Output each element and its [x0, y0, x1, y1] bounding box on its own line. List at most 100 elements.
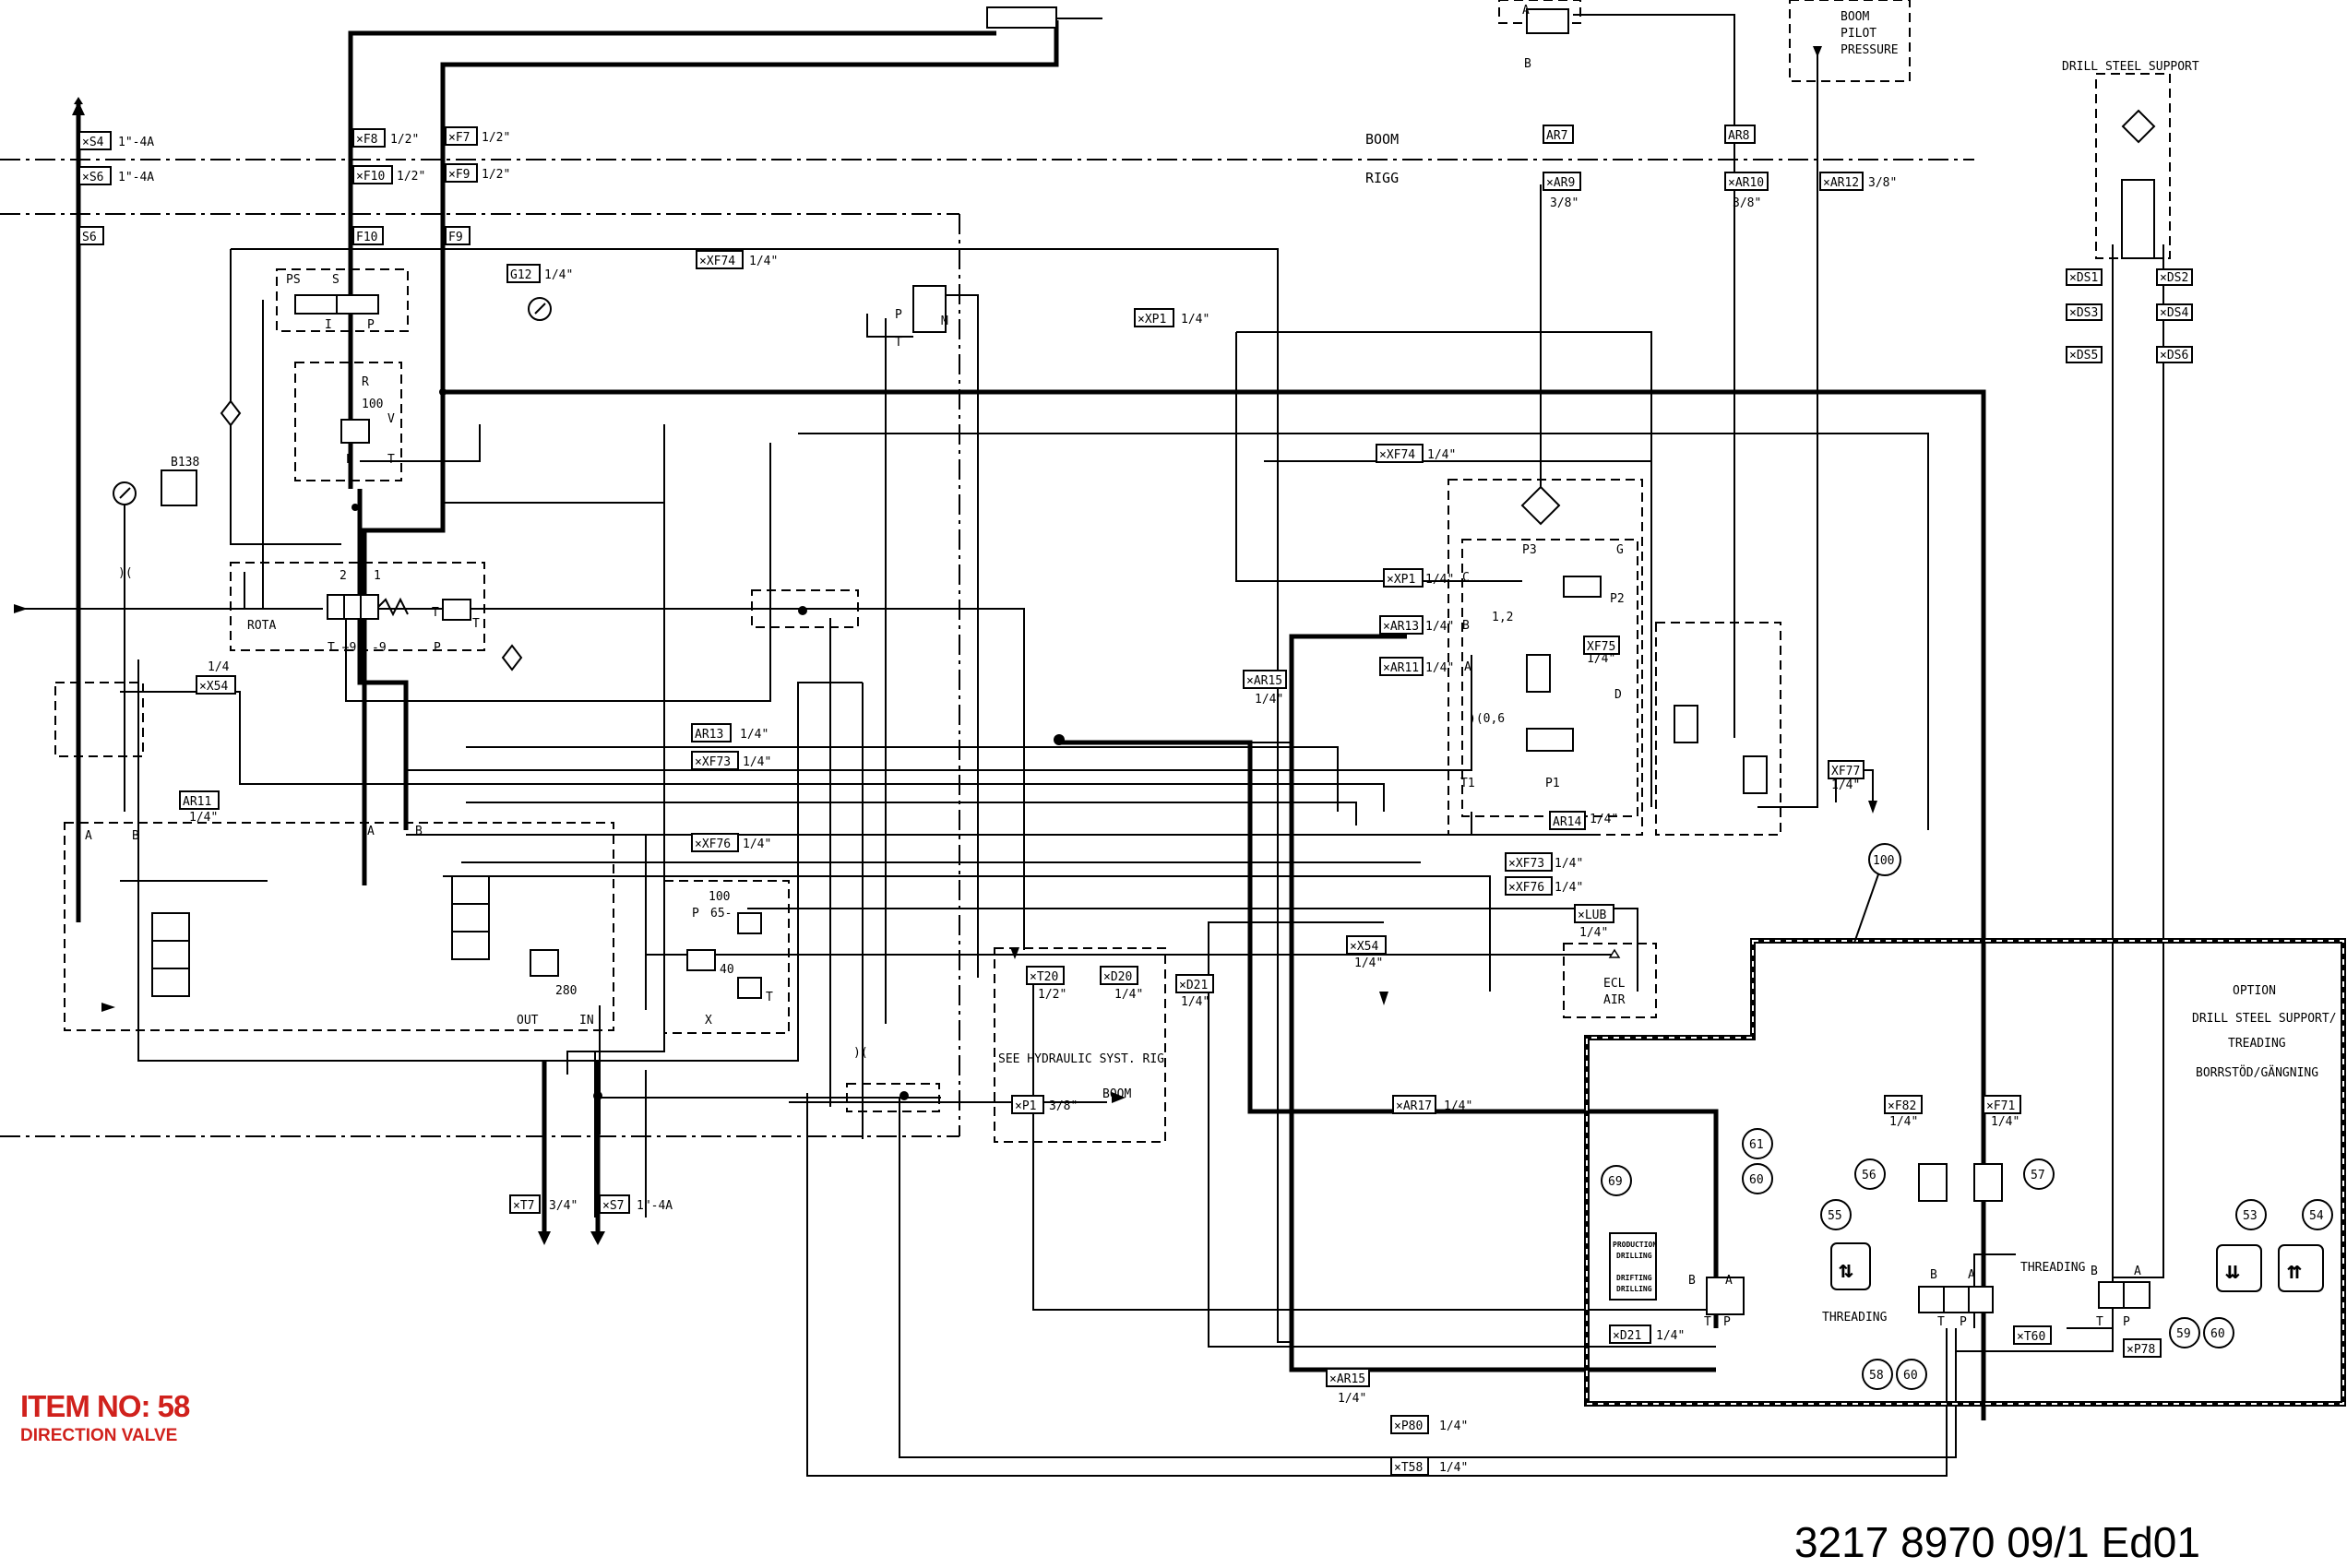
svg-text:P: P — [367, 318, 375, 332]
shuttle-valve-icon — [1563, 576, 1602, 598]
rigg-label: RIGG — [1365, 170, 1399, 186]
tag-xf75: XF75 — [1583, 636, 1620, 655]
air-valve-icon — [1526, 728, 1574, 752]
svg-text:P2: P2 — [1610, 592, 1625, 606]
svg-text:×XP1: ×XP1 — [1138, 313, 1166, 327]
svg-text:A: A — [367, 825, 375, 838]
svg-text:V: V — [387, 412, 395, 426]
svg-text:58: 58 — [1869, 1369, 1884, 1383]
svg-text:×XP1: ×XP1 — [1387, 573, 1415, 587]
svg-text:T1: T1 — [1460, 777, 1475, 790]
svg-text:P: P — [895, 308, 902, 322]
svg-text:A: A — [2134, 1265, 2141, 1278]
svg-text:×XF73: ×XF73 — [1508, 857, 1544, 871]
tag-xf76b: ×XF76 — [1505, 876, 1553, 896]
cylinder-dss-icon — [2121, 179, 2155, 259]
svg-text:1/4": 1/4" — [1889, 1115, 1918, 1129]
svg-text:×X54: ×X54 — [199, 680, 228, 694]
svg-text:×XF74: ×XF74 — [1379, 448, 1415, 462]
svg-text:280: 280 — [555, 984, 577, 998]
tag-t60: ×T60 — [2013, 1325, 2052, 1345]
svg-text:D: D — [1614, 688, 1622, 702]
svg-text:×P1: ×P1 — [1015, 1099, 1036, 1113]
item-title: ITEM NO: 58 — [20, 1389, 190, 1423]
threading-label-1: THREADING — [1822, 1311, 1888, 1324]
tag-f71: ×F71 — [1983, 1095, 2021, 1114]
svg-text:×AR9: ×AR9 — [1546, 176, 1575, 190]
tag-ar13: AR13 — [691, 723, 732, 742]
svg-text:P: P — [346, 453, 353, 467]
valve-symbols: ⇅ ⇊ ⇈ — [14, 6, 2324, 1315]
tag-f8: ×F8 — [352, 128, 386, 148]
svg-text:M: M — [941, 315, 948, 328]
svg-text:⇊: ⇊ — [2225, 1257, 2240, 1285]
svg-text:P1: P1 — [1545, 777, 1560, 790]
tag-ar11: AR11 — [179, 790, 220, 810]
svg-text:1/2": 1/2" — [390, 133, 419, 147]
boom-pilot-line-2: PILOT — [1841, 27, 1876, 41]
svg-text:B: B — [1524, 57, 1531, 71]
panel-text-4: DRILLING — [1616, 1285, 1652, 1293]
svg-text:×DS3: ×DS3 — [2069, 306, 2098, 320]
svg-text:×AR12: ×AR12 — [1823, 176, 1859, 190]
svg-text:A: A — [1725, 1274, 1733, 1288]
svg-text:×P80: ×P80 — [1394, 1420, 1423, 1433]
svg-text:P: P — [1960, 1315, 1967, 1329]
svg-text:3/8": 3/8" — [1550, 196, 1579, 210]
svg-text:P: P — [434, 641, 441, 655]
svg-text:×T60: ×T60 — [2017, 1330, 2045, 1344]
panel-text-3: DRIFTING — [1616, 1274, 1652, 1282]
svg-text:P: P — [692, 907, 699, 921]
svg-text:C: C — [1462, 571, 1470, 585]
option-line-1: OPTION — [2233, 984, 2276, 998]
svg-text:OUT: OUT — [517, 1014, 539, 1028]
item-subtitle: DIRECTION VALVE — [20, 1426, 177, 1445]
svg-text:S: S — [332, 273, 340, 287]
svg-text:×T7: ×T7 — [513, 1199, 534, 1213]
option-line-3: TREADING — [2228, 1037, 2286, 1051]
svg-text:1/4": 1/4" — [1555, 881, 1583, 895]
svg-text:1/4": 1/4" — [1338, 1392, 1366, 1406]
mode-panel — [1609, 1232, 1657, 1301]
svg-text:×D20: ×D20 — [1103, 970, 1132, 984]
svg-text:×LUB: ×LUB — [1578, 909, 1606, 922]
svg-text:1/4": 1/4" — [1425, 573, 1454, 587]
svg-text:×XF76: ×XF76 — [1508, 881, 1544, 895]
svg-text:G: G — [1616, 543, 1624, 557]
tag-g12: G12 — [506, 264, 541, 283]
svg-text:G12: G12 — [510, 268, 531, 282]
svg-text:T: T — [387, 453, 395, 467]
svg-text:60: 60 — [1749, 1173, 1764, 1187]
rota-label: ROTA — [247, 619, 276, 633]
filter-icon — [1520, 485, 1561, 526]
boom-arrow-label: BOOM — [1102, 1087, 1131, 1101]
section-labels: BOOM RIGG BOOM PILOT PRESSURE DRILL STEE… — [247, 10, 2337, 1324]
bubble-53: 53 — [2235, 1199, 2267, 1230]
svg-text:T: T — [895, 336, 902, 350]
pilot-lines — [18, 14, 2164, 1477]
see-hydraulic-label: SEE HYDRAULIC SYST. RIG — [998, 1052, 1164, 1066]
svg-text:×D21: ×D21 — [1179, 979, 1208, 992]
tag-ar7: AR7 — [1543, 125, 1574, 144]
svg-text:×AR17: ×AR17 — [1396, 1099, 1432, 1113]
svg-text:1/4": 1/4" — [1181, 313, 1209, 327]
valve-60-icon — [1706, 1277, 1745, 1315]
svg-text:)(: )( — [118, 566, 133, 580]
svg-text:1/4": 1/4" — [1114, 988, 1143, 1002]
svg-text:×S6: ×S6 — [82, 171, 103, 184]
svg-text:A: A — [1522, 4, 1530, 18]
svg-text:1/4": 1/4" — [1425, 620, 1454, 634]
svg-text:×T20: ×T20 — [1030, 970, 1058, 984]
svg-text:T: T — [2096, 1315, 2103, 1329]
svg-text:⇅: ⇅ — [1839, 1256, 1853, 1284]
component-boxes — [54, 0, 2171, 1143]
tag-x54: ×X54 — [196, 675, 236, 695]
tag-f9b: F9 — [445, 226, 471, 245]
tag-p78: ×P78 — [2123, 1338, 2162, 1358]
svg-text:B: B — [1930, 1268, 1937, 1282]
tag-ar9: ×AR9 — [1543, 172, 1581, 191]
svg-text:F9: F9 — [448, 231, 463, 244]
button-55-icon — [1830, 1242, 1871, 1290]
svg-text:×F71: ×F71 — [1986, 1099, 2015, 1113]
